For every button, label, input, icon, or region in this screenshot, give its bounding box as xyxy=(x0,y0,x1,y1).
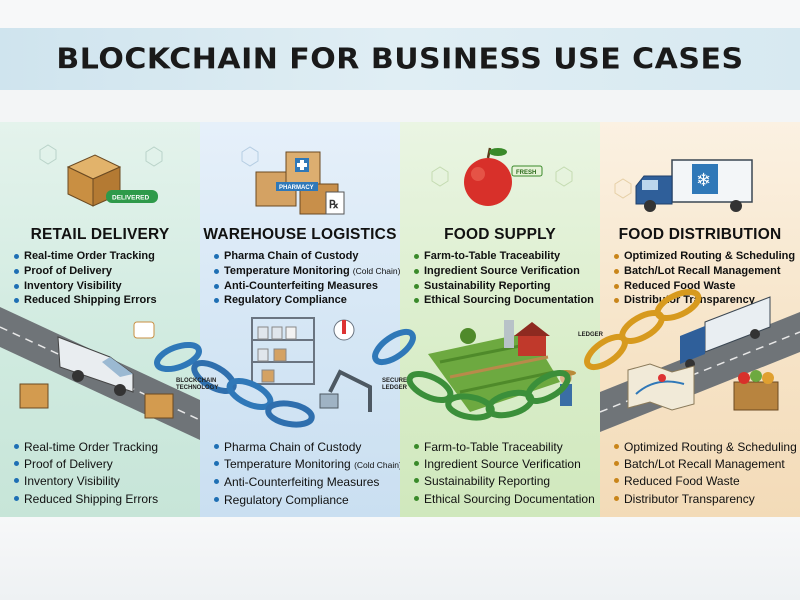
list-item: Ingredient Source Verification xyxy=(414,456,598,473)
list-item: Farm-to-Table Traceability xyxy=(414,249,598,264)
title-bar: BLOCKCHAIN FOR BUSINESS USE CASES xyxy=(0,28,800,90)
benefit-list-bottom: Optimized Routing & Scheduling Batch/Lot… xyxy=(614,439,798,508)
list-item: Batch/Lot Recall Management xyxy=(614,456,798,473)
list-item: Ingredient Source Verification xyxy=(414,264,598,279)
panel-heading: FOOD SUPPLY xyxy=(444,226,556,243)
list-item-note: (Cold Chain) xyxy=(352,265,400,276)
list-item: Batch/Lot Recall Management xyxy=(614,264,798,279)
list-item: Optimized Routing & Scheduling xyxy=(614,249,798,264)
benefit-list-top: Real-time Order Tracking Proof of Delive… xyxy=(14,249,198,308)
list-item-text: Temperature Monitoring xyxy=(224,457,351,472)
top-band xyxy=(0,0,800,28)
benefit-list-top: Farm-to-Table Traceability Ingredient So… xyxy=(414,249,598,308)
panel-retail-delivery: RETAIL DELIVERY Real-time Order Tracking… xyxy=(0,122,200,517)
panel-heading: FOOD DISTRIBUTION xyxy=(618,226,782,243)
panel-heading: RETAIL DELIVERY xyxy=(30,226,170,243)
list-item: Real-time Order Tracking xyxy=(14,249,198,264)
benefit-list-top: Pharma Chain of Custody Temperature Moni… xyxy=(214,249,400,308)
panel-warehouse-logistics: WAREHOUSE LOGISTICS Pharma Chain of Cust… xyxy=(200,122,400,517)
list-item: Regulatory Compliance xyxy=(214,492,398,509)
list-item: Pharma Chain of Custody xyxy=(214,439,398,456)
use-case-panels: RETAIL DELIVERY Real-time Order Tracking… xyxy=(0,122,800,517)
list-item: Reduced Food Waste xyxy=(614,279,798,294)
list-item: Sustainability Reporting xyxy=(414,279,598,294)
list-item-text: Temperature Monitoring xyxy=(224,264,350,277)
list-item: Proof of Delivery xyxy=(14,264,198,279)
list-item: Reduced Shipping Errors xyxy=(14,293,198,308)
page-title: BLOCKCHAIN FOR BUSINESS USE CASES xyxy=(56,42,744,77)
list-item: Anti-Counterfeiting Measures xyxy=(214,474,398,491)
blockchain-technology-label: BLOCKCHAIN TECHNOLOGY xyxy=(176,378,219,391)
list-item: Temperature Monitoring (Cold Chain) xyxy=(214,456,400,474)
list-item: Distributor Transparency xyxy=(614,293,798,308)
benefit-list-bottom: Farm-to-Table Traceability Ingredient So… xyxy=(414,439,598,508)
benefit-list-bottom: Real-time Order Tracking Proof of Delive… xyxy=(14,439,198,508)
list-item: Reduced Shipping Errors xyxy=(14,491,198,508)
benefit-list-bottom: Pharma Chain of Custody Temperature Moni… xyxy=(214,439,400,509)
list-item: Sustainability Reporting xyxy=(414,473,598,490)
panel-heading: WAREHOUSE LOGISTICS xyxy=(203,226,397,243)
list-item-note: (Cold Chain) xyxy=(354,460,400,471)
list-item: Optimized Routing & Scheduling xyxy=(614,439,798,456)
list-item: Anti-Counterfeiting Measures xyxy=(214,279,398,294)
panel-food-supply: FOOD SUPPLY Farm-to-Table Traceability I… xyxy=(400,122,600,517)
benefit-list-top: Optimized Routing & Scheduling Batch/Lot… xyxy=(614,249,798,308)
list-item: Real-time Order Tracking xyxy=(14,439,198,456)
list-item: Inventory Visibility xyxy=(14,279,198,294)
list-item: Pharma Chain of Custody xyxy=(214,249,398,264)
ledger-label: LEDGER xyxy=(578,332,604,338)
list-item: Regulatory Compliance xyxy=(214,293,398,308)
list-item: Farm-to-Table Traceability xyxy=(414,439,598,456)
bottom-band xyxy=(0,517,800,600)
list-item: Reduced Food Waste xyxy=(614,473,798,490)
list-item: Temperature Monitoring (Cold Chain) xyxy=(214,264,400,279)
list-item: Inventory Visibility xyxy=(14,473,198,490)
list-item: Ethical Sourcing Documentation xyxy=(414,491,598,508)
secure-ledger-label: SECURE LEDGER xyxy=(382,378,408,391)
list-item: Ethical Sourcing Documentation xyxy=(414,293,598,308)
panel-food-distribution: FOOD DISTRIBUTION Optimized Routing & Sc… xyxy=(600,122,800,517)
list-item: Proof of Delivery xyxy=(14,456,198,473)
list-item: Distributor Transparency xyxy=(614,491,798,508)
